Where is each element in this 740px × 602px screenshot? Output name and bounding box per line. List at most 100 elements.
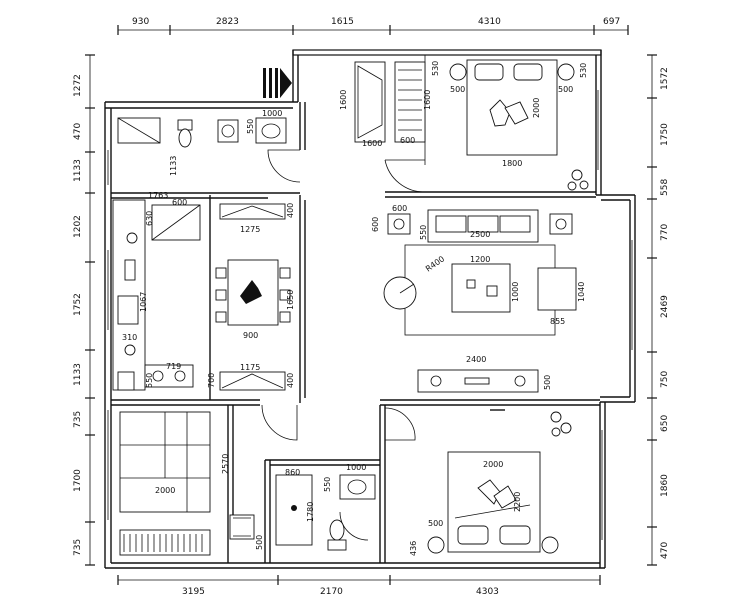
- side-table-left-icon: [387, 213, 411, 235]
- label-nightstand-r: 500: [558, 85, 573, 94]
- interior-walls: [111, 55, 600, 563]
- wardrobe: [354, 61, 386, 143]
- dim-left-5: 1752: [73, 293, 83, 316]
- dim-right-1: 1572: [660, 67, 670, 90]
- dim-right-7: 650: [660, 415, 670, 432]
- label-wardrobe-w: 1600: [339, 90, 348, 110]
- dim-right-6: 750: [660, 371, 670, 388]
- dimension-top: 930 2823 1615 4310 697: [117, 17, 629, 35]
- label-wardrobe-d: 1600: [362, 139, 382, 148]
- dimension-left: 1272 470 1133 1202 1752 1133 735 1700 73…: [73, 54, 95, 566]
- dim-top-5: 697: [603, 17, 620, 27]
- dining: 400 1275 900 1650 1175 400 700: [207, 203, 295, 391]
- label-shelf-w: 1600: [423, 90, 432, 110]
- label-study-len: 2570: [221, 454, 230, 474]
- shower-area: [275, 474, 313, 546]
- dim-left-2: 470: [73, 123, 83, 140]
- toilet-tank: [177, 119, 193, 131]
- label-table-w: 1200: [470, 255, 490, 264]
- door-swing-master: [384, 159, 426, 193]
- label-master-bed-w: 1800: [502, 159, 522, 168]
- dim-right-4: 770: [660, 224, 670, 241]
- label-bath2-basin-w: 1000: [346, 463, 366, 472]
- nightstand-left-icon-2: [427, 536, 445, 554]
- toilet-icon: [178, 128, 192, 148]
- door-swing-bed2: [384, 407, 416, 441]
- plant-icon-2: [550, 411, 562, 423]
- label-bath2-d: 1780: [306, 502, 315, 522]
- label-fridge-d: 600: [172, 198, 187, 207]
- label-shelf-d: 600: [400, 136, 415, 145]
- label-kitchen-counter: 1067: [139, 292, 148, 312]
- label-stand-b: 600: [392, 204, 407, 213]
- dim-top-1: 930: [132, 17, 149, 27]
- label-stand-c: 550: [419, 225, 428, 240]
- dim-left-1: 1272: [73, 74, 83, 97]
- armchair: [537, 267, 577, 311]
- pillow-right-2: [499, 525, 531, 545]
- dim-top-4: 4310: [478, 17, 501, 27]
- label-kitchen-sink-d: 310: [122, 333, 137, 342]
- dim-bottom-3: 4303: [476, 587, 499, 597]
- tv-icon: [464, 377, 490, 385]
- dim-left-7: 735: [73, 411, 83, 428]
- label-dining-cab-d: 400: [286, 203, 295, 218]
- label-ns-side: 530: [579, 63, 588, 78]
- pillow-left: [474, 63, 504, 81]
- dim-top-3: 1615: [331, 17, 354, 27]
- label-tv-w: 2400: [466, 355, 486, 364]
- sideboard: [219, 371, 286, 391]
- basin-icon-2: [339, 474, 376, 500]
- nightstand-left-icon: [449, 63, 467, 81]
- dim-left-8: 1700: [73, 469, 83, 492]
- label-stove-w: 550: [145, 373, 154, 388]
- plant-icon: [571, 169, 583, 181]
- label-armchair-d: 855: [550, 317, 565, 326]
- dim-right-9: 470: [660, 542, 670, 559]
- door-swing-study: [261, 404, 298, 441]
- second-bedroom: 2000 2200 500 436: [409, 411, 572, 556]
- dim-left-3: 1133: [73, 159, 83, 182]
- nightstand-right-icon-2: [541, 536, 559, 554]
- doors: [261, 149, 426, 541]
- label-study-desk: 2000: [155, 486, 175, 495]
- label-tv-d: 500: [543, 375, 552, 390]
- label-dining-low-w: 1175: [240, 363, 260, 372]
- cooktop-burner-icon: [126, 232, 138, 244]
- study: 2000 2570 500: [119, 411, 264, 556]
- flower-centerpiece-icon: [240, 280, 262, 304]
- dim-left-9: 735: [73, 539, 83, 556]
- label-ns-top: 530: [431, 61, 440, 76]
- label-bed2-w: 2000: [483, 460, 503, 469]
- pillow-left-2: [457, 525, 489, 545]
- door-swing-bath2: [339, 511, 369, 541]
- label-bed2-ns: 500: [428, 519, 443, 528]
- toilet-tank-2: [327, 539, 347, 551]
- washer-icon: [217, 119, 239, 143]
- label-dining-cab-w: 1275: [240, 225, 260, 234]
- label-fridge-w: 630: [145, 211, 154, 226]
- pillow-right: [513, 63, 543, 81]
- stove-icon: [144, 364, 194, 388]
- label-study-chair: 500: [255, 535, 264, 550]
- drain-icon: [291, 505, 297, 511]
- kitchen-counter: [112, 199, 146, 391]
- coffee-table: [451, 263, 511, 313]
- label-wc-basin-d: 550: [246, 119, 255, 134]
- label-bath2-w: 860: [285, 468, 300, 477]
- study-chair-icon: [229, 514, 255, 540]
- dining-cabinet: [219, 203, 286, 220]
- label-dining-table-w: 900: [243, 331, 258, 340]
- dim-left-4: 1202: [73, 215, 83, 238]
- label-armchair-w: 1040: [577, 282, 586, 302]
- shelf-unit: [394, 61, 426, 143]
- dim-right-5: 2469: [660, 295, 670, 318]
- label-bed2-ns-side: 436: [409, 541, 418, 556]
- dim-bottom-2: 2170: [320, 587, 343, 597]
- kitchen: 1763 630 600 1067 719 310 550: [112, 191, 201, 391]
- dimension-right: 1572 1750 558 770 2469 750 650 1860 470: [647, 54, 670, 566]
- master-bedroom: 1600 1600 600 1600 500 500 1800 2000 530…: [339, 59, 589, 191]
- label-master-bed-l: 2000: [532, 98, 541, 118]
- dim-top-2: 2823: [216, 17, 239, 27]
